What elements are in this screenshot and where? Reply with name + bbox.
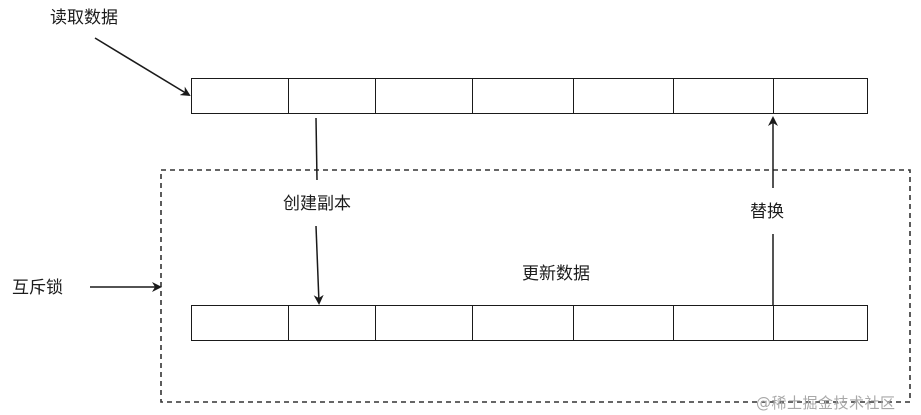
array-cell — [375, 78, 474, 114]
array-cell — [288, 305, 377, 341]
create-copy-label: 创建副本 — [283, 194, 351, 214]
create-copy-arrow — [313, 225, 324, 305]
array-cell — [773, 78, 868, 114]
mutex-label: 互斥锁 — [12, 278, 63, 298]
array-cell — [673, 78, 775, 114]
array-cell — [673, 305, 775, 341]
array-cell — [375, 305, 474, 341]
array-cell — [472, 305, 575, 341]
array-cell — [472, 78, 575, 114]
array-cell — [191, 305, 290, 341]
array-cell — [288, 78, 377, 114]
mutex-region-box — [160, 169, 911, 403]
source-array — [191, 78, 868, 116]
array-cell — [773, 305, 868, 341]
update-data-label: 更新数据 — [522, 264, 590, 284]
read-data-arrow — [94, 37, 191, 97]
array-cell — [573, 78, 675, 114]
array-cell — [191, 78, 290, 114]
watermark: @稀土掘金技术社区 — [756, 394, 896, 412]
create-copy-line-upper — [315, 117, 318, 181]
replace-label: 替换 — [750, 202, 784, 222]
array-cell — [573, 305, 675, 341]
read-data-label: 读取数据 — [50, 8, 118, 28]
copy-array — [191, 305, 868, 343]
